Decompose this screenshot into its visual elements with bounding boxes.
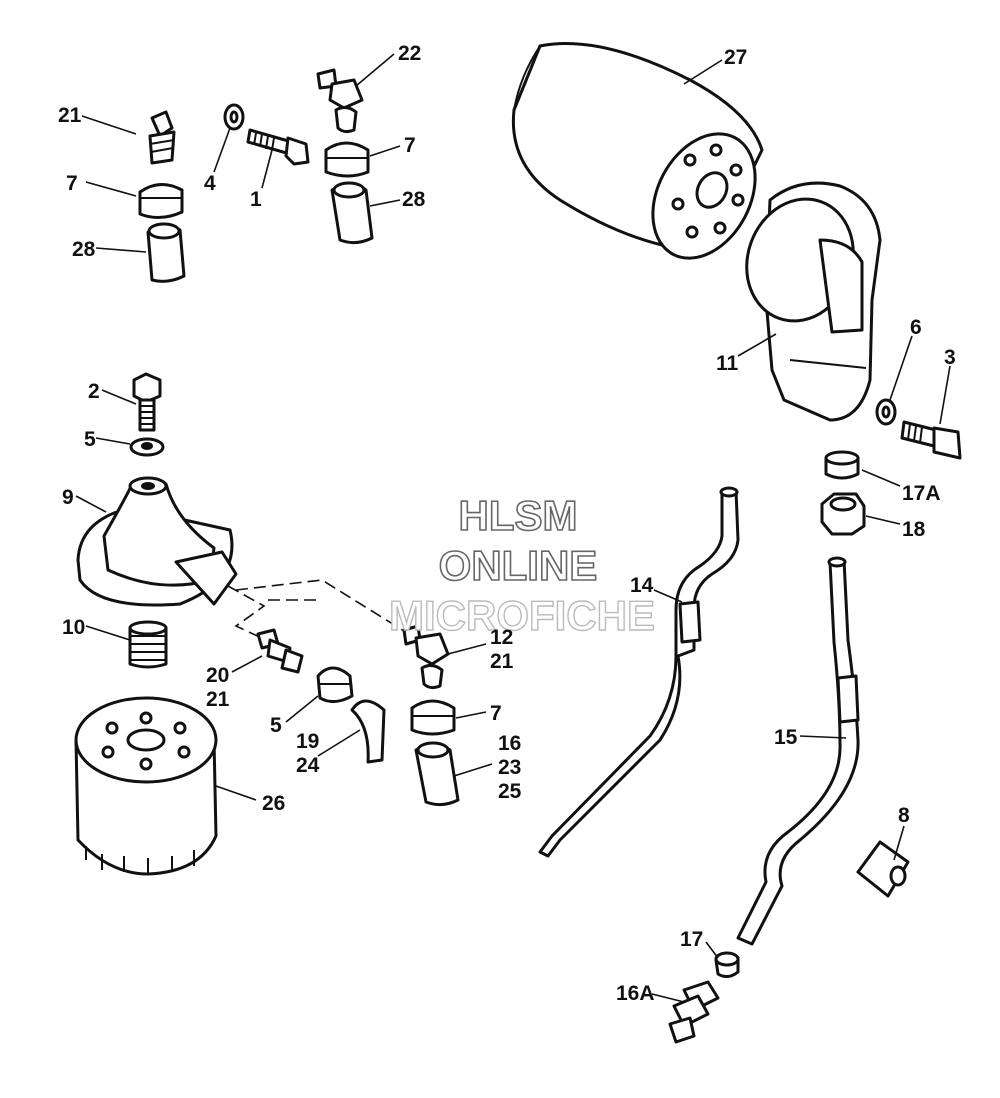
callout-21: 21 [206, 688, 230, 711]
callout-12: 12 [490, 626, 513, 649]
tube-14 [538, 486, 740, 858]
callout-14: 14 [630, 574, 654, 597]
fitting-3 [900, 420, 962, 460]
watermark-line-2: ONLINE [439, 542, 598, 589]
mounting-bracket-9 [76, 476, 238, 607]
fitting-21-top-left [148, 110, 176, 165]
bolt-1 [246, 128, 310, 166]
callout-1: 1 [250, 188, 262, 211]
connector-16a [668, 980, 720, 1044]
callout-7: 7 [404, 134, 416, 157]
callout-20: 20 [206, 664, 229, 687]
callout-27: 27 [724, 46, 747, 69]
assembly-line-1 [227, 585, 267, 641]
hose-clamp-7-lower [410, 699, 456, 736]
callout-10: 10 [62, 616, 85, 639]
washer-4 [223, 103, 245, 131]
oil-filter-27 [511, 42, 764, 260]
callout-11: 11 [716, 352, 739, 375]
washer-5-upper [129, 437, 165, 457]
callout-26: 26 [262, 792, 285, 815]
callout-7: 7 [66, 172, 78, 195]
hose-clamp-7-top-left [138, 183, 184, 219]
callout-7: 7 [490, 702, 502, 725]
ferrule-17a [824, 450, 860, 480]
callout-28: 28 [72, 238, 96, 261]
callout-23: 23 [498, 756, 521, 779]
callout-3: 3 [944, 346, 956, 369]
fitting-8 [856, 840, 910, 898]
callout-5: 5 [270, 714, 282, 737]
leader-lines [75, 53, 951, 1003]
callout-9: 9 [62, 486, 74, 509]
callout-16a: 16A [616, 982, 655, 1005]
hose-clamp-7-top-center [324, 141, 370, 178]
callout-22: 22 [398, 42, 421, 65]
watermark: HLSM ONLINE MICROFICHE [388, 491, 655, 640]
callout-2: 2 [88, 380, 100, 403]
callout-21: 21 [58, 104, 82, 127]
hose-28-top-left [146, 222, 186, 283]
fitting-20 [256, 628, 304, 674]
callout-16: 16 [498, 732, 521, 755]
callout-21: 21 [490, 650, 514, 673]
tube-15 [736, 556, 860, 946]
ferrule-17 [714, 951, 740, 979]
nut-18 [820, 492, 866, 536]
callout-25: 25 [498, 780, 522, 803]
elbow-fitting-12 [402, 624, 450, 690]
assembly-line-2 [235, 579, 413, 637]
watermark-line-3: MICROFICHE [389, 592, 655, 639]
callout-5: 5 [84, 428, 96, 451]
hose-28-top-center [330, 181, 374, 245]
callout-17a: 17A [902, 482, 941, 505]
callout-8: 8 [898, 804, 910, 827]
oil-filter-26 [74, 696, 218, 876]
filter-adapter-11 [745, 181, 882, 422]
bolt-2 [132, 372, 162, 432]
callout-18: 18 [902, 518, 926, 541]
callout-24: 24 [296, 754, 320, 777]
hose-16 [414, 741, 460, 807]
callout-28: 28 [402, 188, 426, 211]
callout-labels: 21 7 28 4 1 22 7 28 27 11 6 3 17A 18 2 5… [58, 42, 956, 1005]
watermark-line-1: HLSM [459, 492, 578, 539]
callout-4: 4 [204, 172, 216, 195]
washer-6 [875, 398, 897, 426]
callout-17: 17 [680, 928, 703, 951]
callout-19: 19 [296, 730, 319, 753]
nipple-10 [128, 620, 168, 669]
hose-19 [350, 699, 386, 764]
callout-15: 15 [774, 726, 798, 749]
callout-6: 6 [910, 316, 922, 339]
elbow-fitting-22 [316, 68, 364, 134]
clamp-5-lower [316, 666, 354, 703]
